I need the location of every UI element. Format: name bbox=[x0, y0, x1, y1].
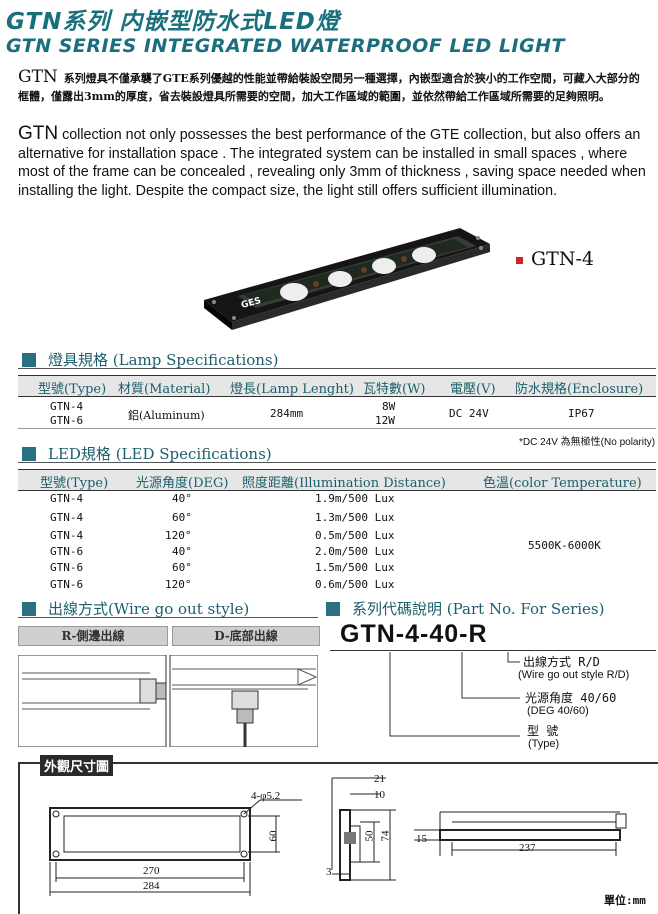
led-row-deg: 40° bbox=[172, 492, 192, 505]
led-row-type: GTN-4 bbox=[50, 492, 84, 505]
intro-en-lead: GTN bbox=[18, 123, 59, 144]
section-square-icon bbox=[326, 602, 340, 616]
part-no-leaders bbox=[389, 652, 520, 737]
intro-cn-text: 系列燈具不僅承襲了GTE系列優越的性能並帶給裝設空間另一種選擇，內嵌型適合於狹小… bbox=[18, 72, 640, 103]
intro-en: GTN collection not only possesses the be… bbox=[18, 123, 656, 200]
lamp-specs-heading: 燈具規格 (Lamp Specifications) bbox=[22, 349, 279, 370]
page-title-en: GTN SERIES INTEGRATED WATERPROOF LED LIG… bbox=[6, 35, 566, 57]
dim-hole: 4-φ5.2 bbox=[251, 790, 281, 802]
col-deg: 光源角度(DEG) bbox=[136, 476, 229, 491]
intro-cn-lead: GTN bbox=[18, 67, 58, 87]
led-row-distance: 0.6m/500 Lux bbox=[315, 578, 395, 591]
lamp-enclosure: IP67 bbox=[568, 407, 595, 420]
dim-10: 10 bbox=[374, 789, 385, 801]
col-led-type: 型號(Type) bbox=[40, 476, 109, 491]
lamp-watt-2: 12W bbox=[375, 414, 395, 427]
intro-en-text: collection not only possesses the best p… bbox=[18, 127, 646, 199]
led-row-type: GTN-4 bbox=[50, 511, 84, 524]
wire-out-drawings bbox=[18, 655, 318, 747]
dimension-heading: 外觀尺寸圖 bbox=[40, 755, 114, 776]
lamp-specs-heading-text: 燈具規格 (Lamp Specifications) bbox=[48, 351, 279, 369]
dim-15: 15 bbox=[416, 833, 427, 845]
led-row-deg: 120° bbox=[165, 578, 192, 591]
lamp-specs-header-row: 型號(Type) 材質(Material) 燈長(Lamp Lenght) 瓦特… bbox=[18, 375, 656, 397]
col-color-temp: 色溫(color Temperature) bbox=[483, 476, 642, 491]
part-wire-style-en: (Wire go out style R/D) bbox=[518, 669, 630, 681]
part-deg: 光源角度 40/60 bbox=[525, 691, 617, 705]
led-row-deg: 60° bbox=[172, 511, 192, 524]
led-specs-header-row: 型號(Type) 光源角度(DEG) 照度距離(Illumination Dis… bbox=[18, 469, 656, 491]
col-enclosure: 防水規格(Enclosure) bbox=[515, 382, 644, 397]
dim-237: 237 bbox=[519, 842, 536, 854]
led-row-distance: 0.5m/500 Lux bbox=[315, 529, 395, 542]
wire-bottom-label: D-底部出線 bbox=[172, 626, 320, 646]
dim-height-60: 60 bbox=[267, 830, 280, 842]
divider bbox=[18, 368, 656, 369]
dimension-drawings bbox=[49, 777, 627, 896]
led-row-distance: 1.3m/500 Lux bbox=[315, 511, 395, 524]
wire-out-heading-text: 出線方式(Wire go out style) bbox=[48, 600, 250, 618]
led-row-type: GTN-4 bbox=[50, 529, 84, 542]
part-type: 型 號 bbox=[527, 724, 559, 738]
led-row-deg: 40° bbox=[172, 545, 192, 558]
unit-label: 單位:mm bbox=[604, 894, 646, 907]
part-deg-en: (DEG 40/60) bbox=[527, 705, 589, 717]
col-distance: 照度距離(Illumination Distance) bbox=[242, 476, 446, 491]
dim-3: 3 bbox=[326, 866, 332, 878]
part-no-code: GTN-4-40-R bbox=[340, 620, 488, 648]
page-title-cn: GTN系列 内嵌型防水式LED燈 bbox=[6, 9, 340, 35]
part-wire-style: 出線方式 R/D bbox=[523, 655, 600, 669]
dimension-frame bbox=[18, 762, 658, 914]
lamp-type-2: GTN-6 bbox=[50, 414, 84, 427]
wire-side-label: R-側邊出線 bbox=[18, 626, 168, 646]
led-row-distance: 1.9m/500 Lux bbox=[315, 492, 395, 505]
led-row-type: GTN-6 bbox=[50, 578, 84, 591]
wire-out-heading: 出線方式(Wire go out style) bbox=[22, 598, 249, 619]
led-specs-heading: LED規格 (LED Specifications) bbox=[22, 443, 272, 464]
lamp-type-1: GTN-4 bbox=[50, 400, 84, 413]
lamp-length: 284mm bbox=[270, 407, 304, 420]
dim-74: 74 bbox=[379, 830, 392, 842]
dim-width-284: 284 bbox=[143, 880, 160, 892]
dim-50: 50 bbox=[363, 830, 376, 842]
bullet-square-icon bbox=[516, 256, 523, 264]
col-voltage: 電壓(V) bbox=[450, 382, 496, 397]
dim-21: 21 bbox=[374, 773, 385, 785]
color-temperature: 5500K-6000K bbox=[528, 539, 601, 552]
part-type-en: (Type) bbox=[528, 738, 560, 750]
divider bbox=[18, 617, 318, 618]
section-square-icon bbox=[22, 602, 36, 616]
dim-width-270: 270 bbox=[143, 865, 160, 877]
led-row-type: GTN-6 bbox=[50, 561, 84, 574]
col-length: 燈長(Lamp Lenght) bbox=[230, 382, 354, 397]
model-tag: GTN-4 bbox=[516, 248, 594, 270]
part-no-heading-text: 系列代碼說明 (Part No. For Series) bbox=[352, 600, 605, 618]
led-row-type: GTN-6 bbox=[50, 545, 84, 558]
led-modules bbox=[280, 247, 436, 301]
section-square-icon bbox=[22, 447, 36, 461]
led-specs-heading-text: LED規格 (LED Specifications) bbox=[48, 445, 272, 463]
product-image: GES bbox=[204, 228, 490, 330]
voltage-note: *DC 24V 為無極性(No polarity) bbox=[519, 437, 656, 448]
col-material: 材質(Material) bbox=[118, 382, 211, 397]
lamp-voltage: DC 24V bbox=[449, 407, 489, 420]
section-square-icon bbox=[22, 353, 36, 367]
col-watts: 瓦特數(W) bbox=[363, 382, 426, 397]
led-row-distance: 1.5m/500 Lux bbox=[315, 561, 395, 574]
divider bbox=[18, 428, 656, 429]
model-tag-label: GTN-4 bbox=[531, 248, 594, 270]
led-row-distance: 2.0m/500 Lux bbox=[315, 545, 395, 558]
divider bbox=[18, 462, 656, 463]
part-no-heading: 系列代碼說明 (Part No. For Series) bbox=[326, 598, 604, 619]
divider bbox=[330, 650, 656, 651]
led-row-deg: 60° bbox=[172, 561, 192, 574]
col-type: 型號(Type) bbox=[38, 382, 107, 397]
lamp-material: 鋁(Aluminum) bbox=[128, 409, 205, 422]
led-row-deg: 120° bbox=[165, 529, 192, 542]
lamp-watt-1: 8W bbox=[382, 400, 396, 413]
